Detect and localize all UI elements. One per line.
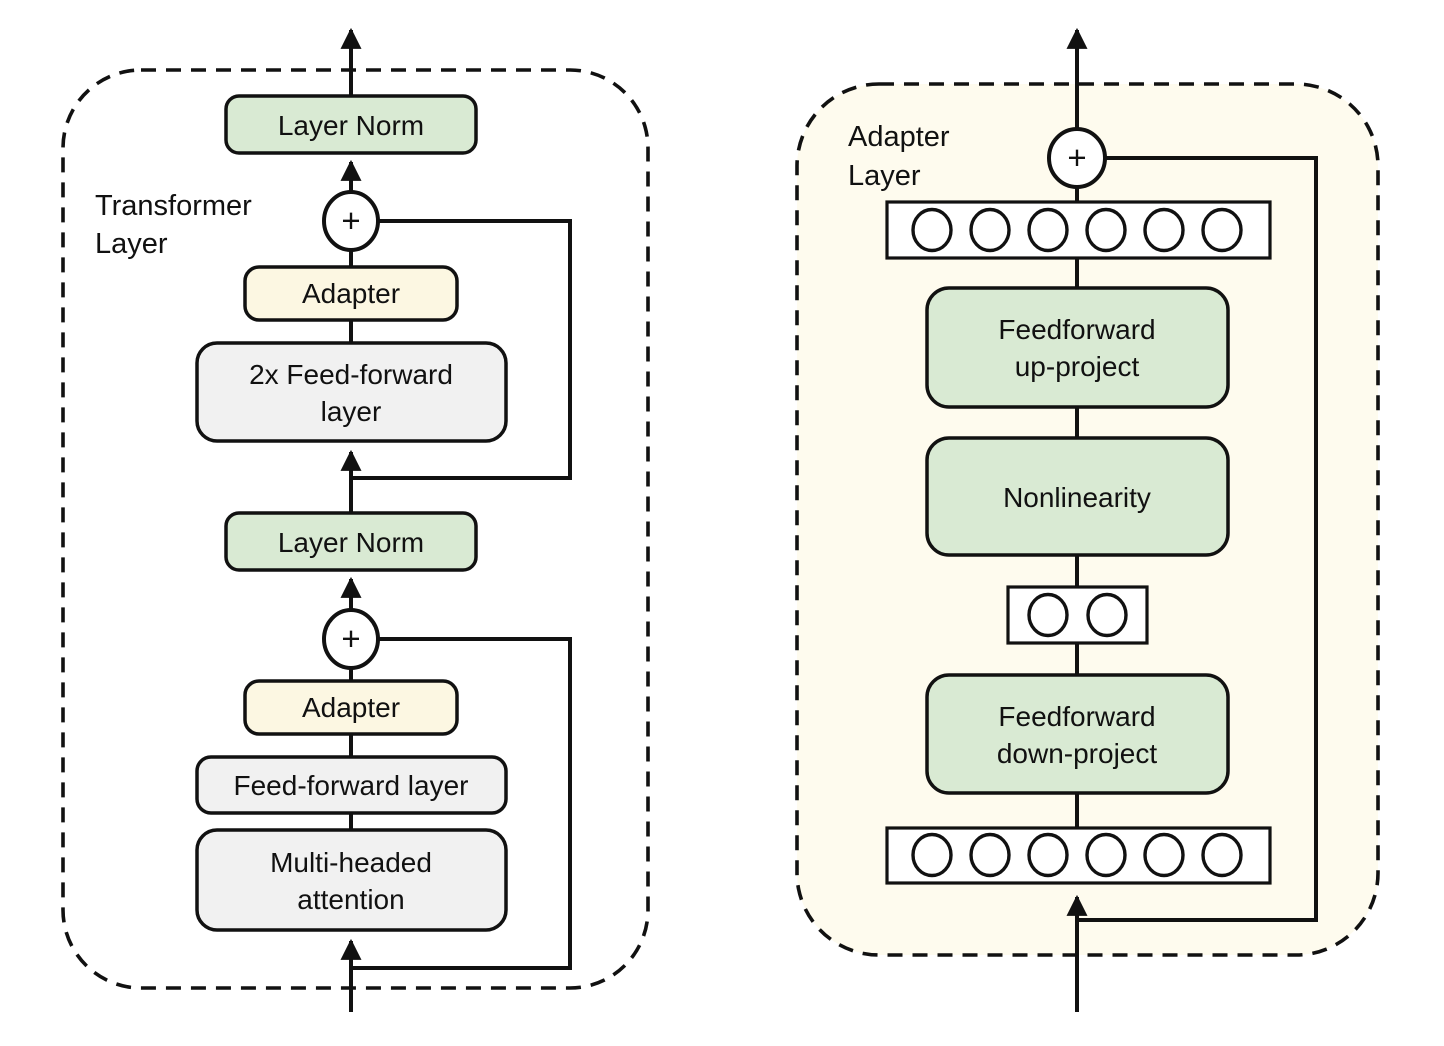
adapter-layer-panel: Adapter Layer + Feedforward up-project N…	[795, 27, 1380, 1012]
adapter-layer-label-line1: Adapter	[848, 121, 950, 153]
layer-norm-bottom-label: Layer Norm	[278, 527, 424, 558]
feature-circle	[1085, 207, 1127, 253]
skip-connection-lower	[353, 637, 572, 970]
feature-row-top	[885, 200, 1272, 260]
feedforward-up-project-box	[925, 286, 1230, 409]
feature-circle	[911, 832, 953, 878]
transformer-layer-panel: Transformer Layer Layer Norm + Adapter 2…	[61, 27, 650, 1012]
multi-headed-attention-label-line2: attention	[297, 884, 404, 915]
transformer-layer-dashed-border	[61, 68, 650, 990]
transformer-layer-label-line1: Transformer	[95, 190, 252, 222]
feature-circle	[969, 207, 1011, 253]
feature-circle	[1086, 592, 1128, 638]
feature-circle	[1027, 832, 1069, 878]
layer-norm-top-label: Layer Norm	[278, 110, 424, 141]
layer-norm-top-box	[224, 94, 478, 155]
feature-circle	[1027, 207, 1069, 253]
feed-forward-label: Feed-forward layer	[234, 770, 469, 801]
skip-connection-adapter	[1079, 156, 1318, 922]
feature-circle	[911, 207, 953, 253]
feed-forward-2x-box	[195, 341, 508, 443]
feedforward-down-project-label-line1: Feedforward	[998, 701, 1155, 732]
feature-row-bottom	[885, 826, 1272, 885]
feature-circle	[969, 832, 1011, 878]
adapter-bottom-box	[243, 679, 459, 736]
feature-row-bottleneck	[1006, 585, 1149, 645]
residual-add-node-adapter	[1047, 127, 1107, 189]
feature-circle	[1085, 832, 1127, 878]
multi-headed-attention-box	[195, 828, 508, 932]
transformer-layer-label-line2: Layer	[95, 228, 168, 260]
multi-headed-attention-label-line1: Multi-headed	[270, 847, 432, 878]
nonlinearity-label: Nonlinearity	[1003, 482, 1151, 513]
adapter-top-box	[243, 265, 459, 322]
feedforward-down-project-box	[925, 673, 1230, 795]
feed-forward-2x-label-line1: 2x Feed-forward	[249, 359, 453, 390]
skip-connection-upper	[353, 219, 572, 480]
plus-icon: +	[341, 202, 360, 239]
feature-circle	[1201, 832, 1243, 878]
plus-icon: +	[1067, 139, 1086, 176]
feature-circle	[1201, 207, 1243, 253]
nonlinearity-box	[925, 436, 1230, 557]
adapter-top-label: Adapter	[302, 278, 400, 309]
feedforward-up-project-label-line1: Feedforward	[998, 314, 1155, 345]
feedforward-up-project-label-line2: up-project	[1015, 351, 1140, 382]
feedforward-down-project-label-line2: down-project	[997, 738, 1158, 769]
feature-circle	[1143, 207, 1185, 253]
residual-add-node-top	[322, 190, 380, 252]
feature-circle	[1143, 832, 1185, 878]
adapter-bottom-label: Adapter	[302, 692, 400, 723]
feed-forward-box	[195, 755, 508, 815]
feature-circle	[1027, 592, 1069, 638]
residual-add-node-bottom	[322, 608, 380, 670]
layer-norm-bottom-box	[224, 511, 478, 572]
feed-forward-2x-label-line2: layer	[321, 396, 382, 427]
plus-icon: +	[341, 620, 360, 657]
adapter-layer-label-line2: Layer	[848, 160, 921, 192]
